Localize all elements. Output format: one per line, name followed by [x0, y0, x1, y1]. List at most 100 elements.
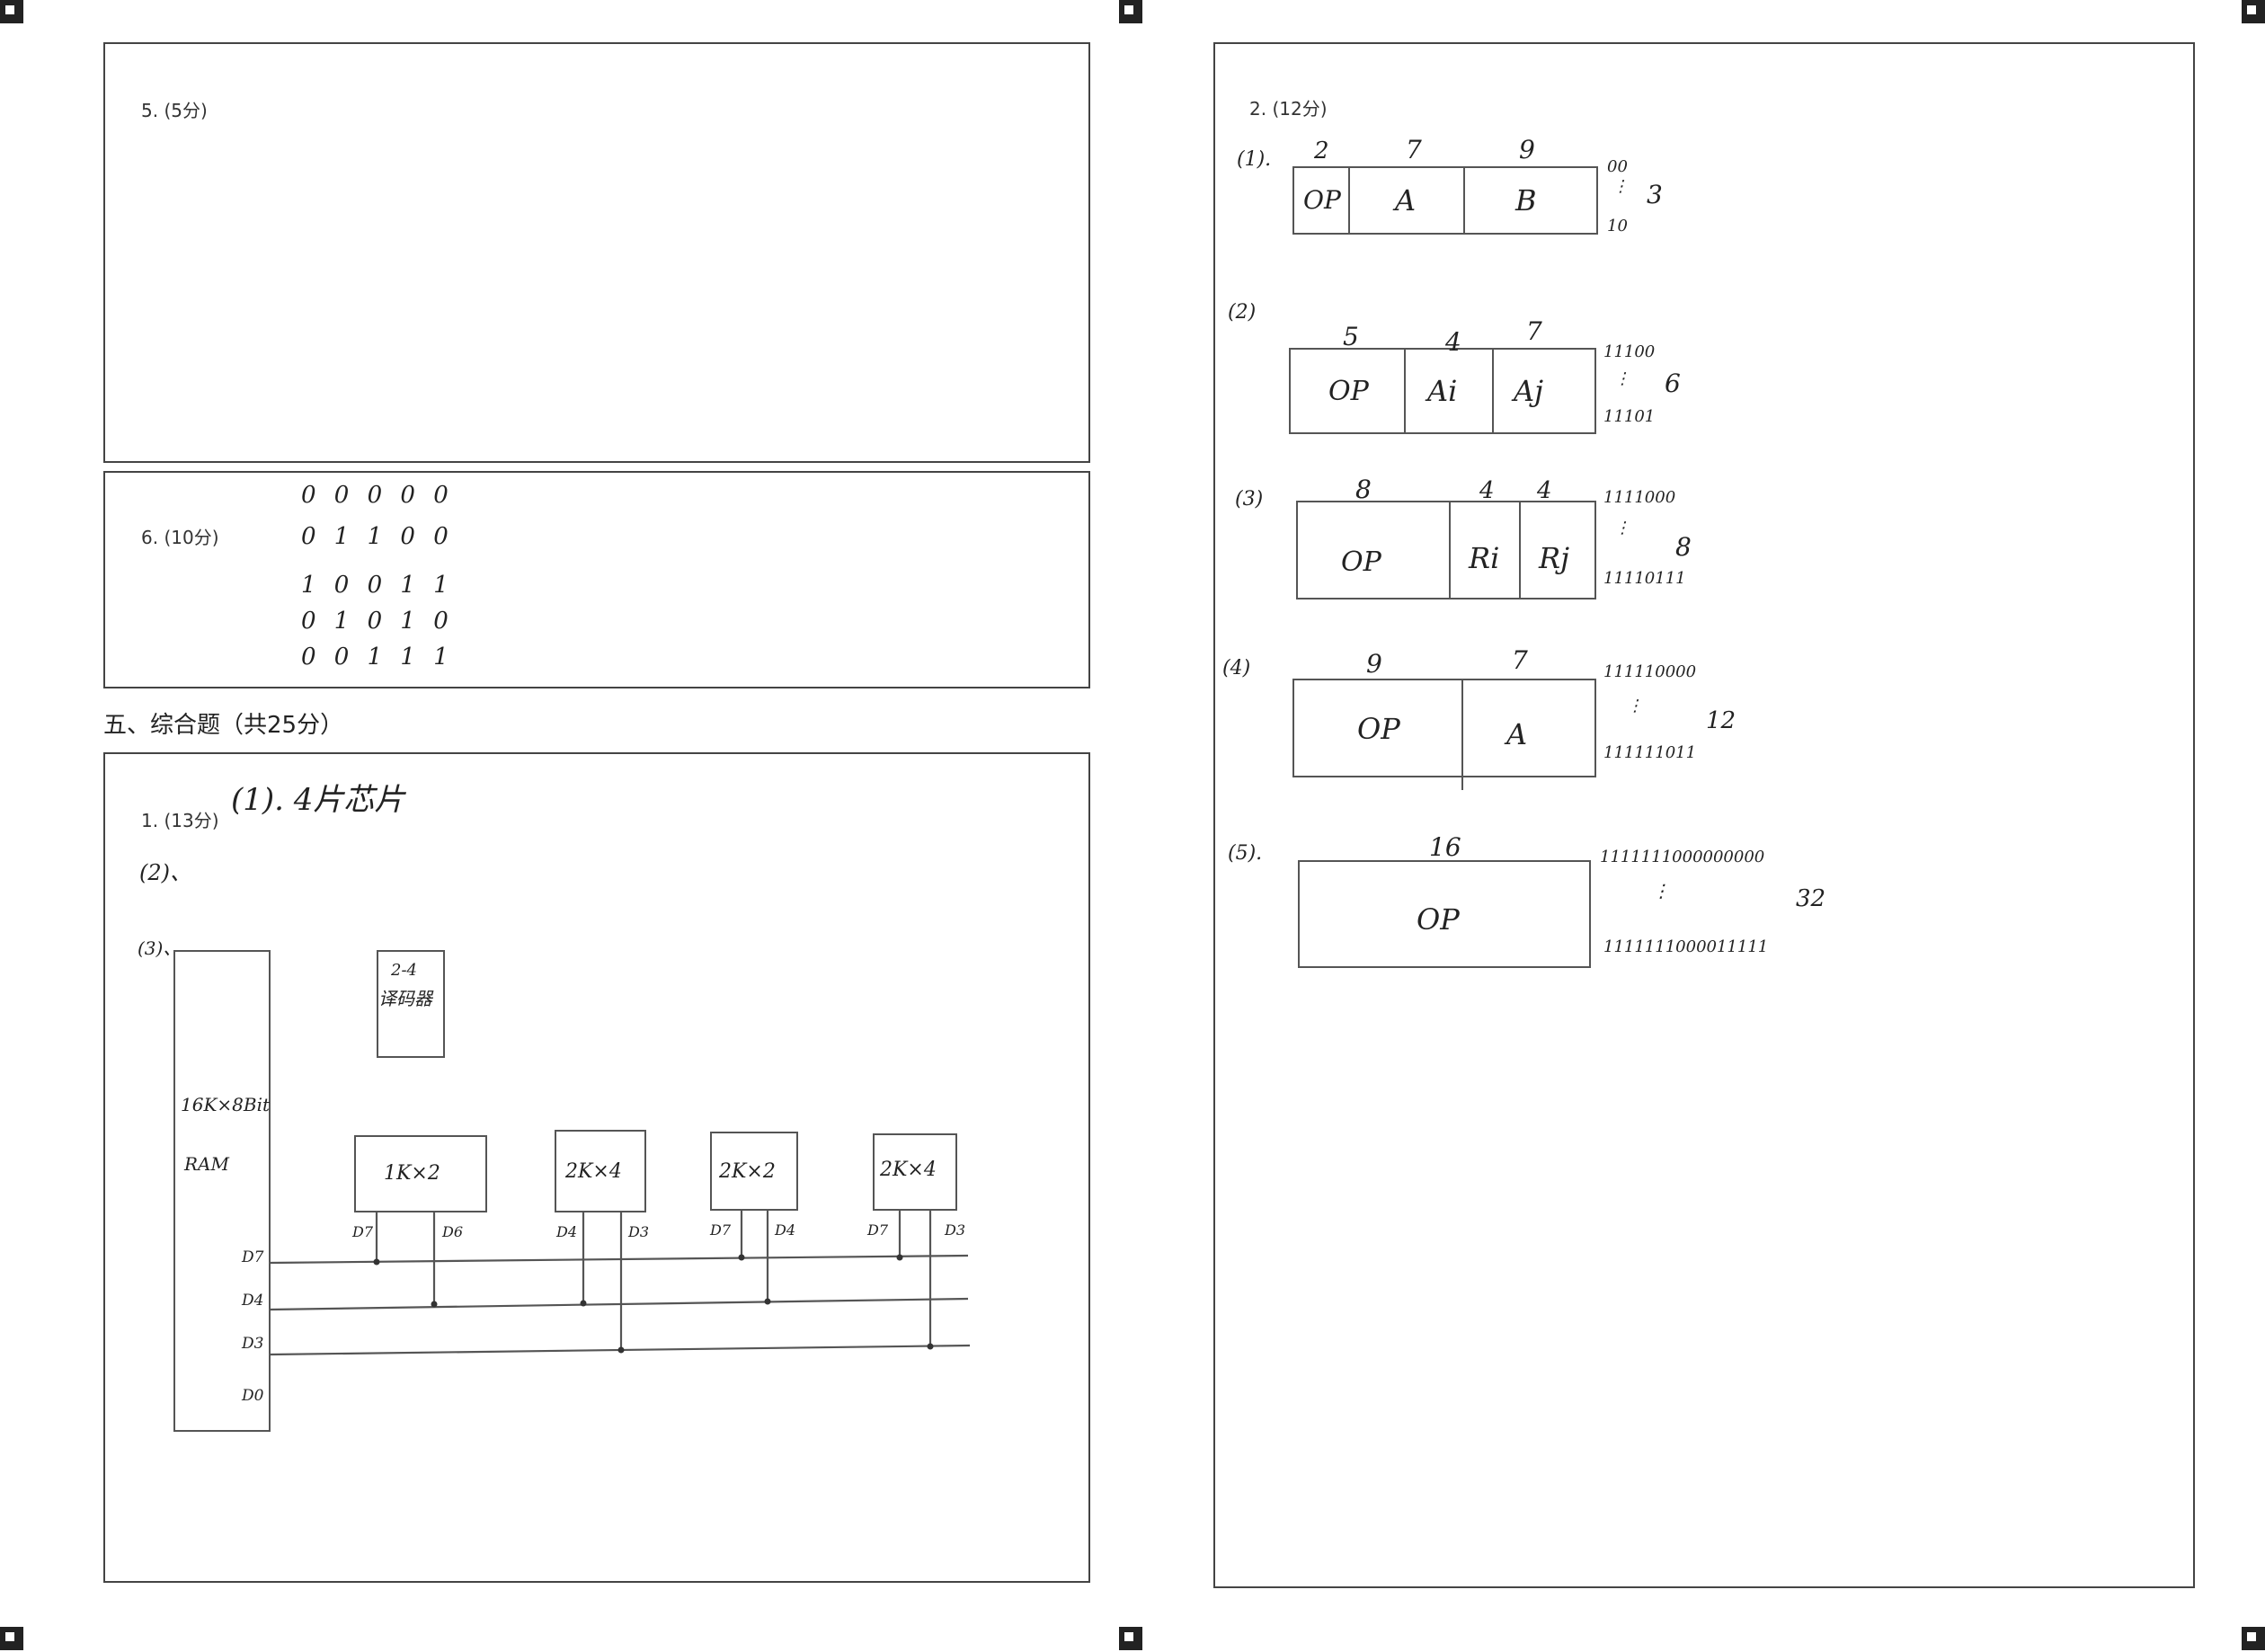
part-5-field-1: OP — [1417, 902, 1460, 937]
part-4-dots: ⋮ — [1627, 697, 1643, 715]
q1-part-2-label: (2)、 — [139, 860, 191, 885]
part-1-dots: ⋮ — [1612, 177, 1629, 196]
q1-part-3-label: (3)、 — [138, 937, 182, 959]
part-4-code-bottom: 111111011 — [1603, 743, 1697, 762]
part-2-bits-3: 7 — [1526, 316, 1542, 346]
part-5-count: 32 — [1796, 885, 1826, 912]
part-2-count: 6 — [1665, 369, 1681, 398]
part-1-bits-3: 9 — [1519, 135, 1535, 164]
part-4-divider-1 — [1461, 679, 1463, 790]
ram-type-label: RAM — [184, 1153, 229, 1175]
ram-pin-d4: D4 — [242, 1292, 264, 1310]
part-5-bits-1: 16 — [1429, 832, 1461, 862]
chip-2-left-pin: D4 — [556, 1223, 578, 1240]
chip-4-box — [873, 1133, 957, 1211]
chip-1-left-pin: D7 — [352, 1223, 374, 1240]
part-3-field-3: Rj — [1539, 541, 1570, 575]
part-5-format-box — [1298, 860, 1591, 968]
part-3-code-top: 1111000 — [1603, 488, 1676, 507]
decoder-type-label: 2-4 — [391, 961, 417, 980]
part-1-code-bottom: 10 — [1607, 217, 1628, 235]
chip-4-left-pin: D7 — [867, 1221, 889, 1239]
part-2-format-box — [1289, 348, 1596, 434]
registration-marker-bottom-center — [1119, 1627, 1142, 1650]
part-1-field-3: B — [1515, 183, 1537, 218]
part-4-field-1: OP — [1357, 712, 1400, 746]
ram-pin-d0: D0 — [242, 1387, 264, 1405]
section-title-comprehensive: 五、综合题（共25分） — [103, 712, 344, 739]
question-5-answer-box: 5. (5分) — [103, 42, 1090, 463]
ram-pin-d7: D7 — [242, 1248, 264, 1266]
part-3-field-1: OP — [1341, 546, 1381, 578]
registration-marker-top-center — [1119, 0, 1142, 23]
chip-3-box — [710, 1132, 798, 1211]
data-bus-wiring — [270, 1211, 971, 1356]
part-3-number: (3) — [1235, 488, 1264, 511]
part-4-field-2: A — [1506, 717, 1528, 751]
part-2-number: (2) — [1228, 301, 1257, 324]
chip-1-name: 1K×2 — [384, 1162, 440, 1185]
part-2-bits-1: 5 — [1343, 322, 1359, 351]
chip-4-right-pin: D3 — [945, 1221, 966, 1239]
q6-row-3: 1 0 0 1 1 — [301, 572, 454, 599]
part-5-code-top: 1111111000000000 — [1600, 848, 1765, 866]
chip-4-name: 2K×4 — [880, 1159, 937, 1181]
registration-marker-top-left — [0, 0, 23, 23]
part-1-code-top: 00 — [1607, 157, 1628, 176]
part-5-number: (5). — [1228, 842, 1263, 865]
part-3-format-box — [1296, 501, 1596, 600]
ram-pin-d3: D3 — [242, 1335, 264, 1353]
chip-3-name: 2K×2 — [719, 1160, 776, 1183]
part-2-code-bottom: 11101 — [1603, 407, 1656, 426]
question-2-answer-box: 2. (12分) (1). OP A B 2 7 9 00 ⋮ 10 3 (2)… — [1213, 42, 2195, 1588]
part-4-format-box — [1292, 679, 1596, 777]
part-1-bits-2: 7 — [1406, 135, 1422, 164]
registration-marker-bottom-left — [0, 1627, 23, 1650]
part-2-field-1: OP — [1328, 376, 1369, 407]
part-1-bits-1: 2 — [1314, 138, 1329, 164]
part-5-code-bottom: 1111111000011111 — [1603, 937, 1769, 956]
question-6-label: 6. (10分) — [141, 527, 219, 548]
chip-2-name: 2K×4 — [565, 1160, 622, 1183]
question-1-answer-box: 1. (13分) (1). 4片芯片 (2)、 (3)、 16K×8Bit RA… — [103, 752, 1090, 1583]
part-1-divider-1 — [1348, 166, 1350, 235]
part-2-code-top: 11100 — [1603, 342, 1656, 361]
part-3-divider-1 — [1449, 501, 1451, 600]
part-4-number: (4) — [1222, 657, 1251, 679]
part-3-count: 8 — [1675, 532, 1692, 562]
registration-marker-bottom-right — [2242, 1627, 2265, 1650]
part-2-bits-2: 4 — [1445, 327, 1461, 357]
q6-row-4: 0 1 0 1 0 — [301, 608, 454, 635]
part-5-dots: ⋮ — [1652, 880, 1670, 901]
question-2-label: 2. (12分) — [1249, 98, 1328, 120]
part-4-code-top: 111110000 — [1603, 662, 1697, 681]
decoder-name-label: 译码器 — [378, 988, 432, 1009]
part-4-bits-1: 9 — [1366, 649, 1382, 679]
part-1-field-1: OP — [1303, 185, 1341, 215]
part-1-format-box — [1292, 166, 1598, 235]
ram-capacity-label: 16K×8Bit — [181, 1094, 271, 1115]
registration-marker-top-right — [2242, 0, 2265, 23]
part-3-bits-1: 8 — [1355, 475, 1372, 504]
part-1-number: (1). — [1237, 148, 1272, 171]
ram-chip-box — [173, 950, 271, 1432]
part-2-field-2: Ai — [1427, 374, 1458, 408]
part-2-field-3: Aj — [1514, 374, 1544, 408]
chip-2-right-pin: D3 — [628, 1223, 650, 1240]
q6-row-2: 0 1 1 0 0 — [301, 523, 454, 550]
part-3-code-bottom: 11110111 — [1603, 569, 1686, 588]
part-3-bits-3: 4 — [1537, 477, 1552, 504]
part-4-count: 12 — [1706, 707, 1736, 734]
part-3-dots: ⋮ — [1614, 519, 1630, 537]
part-3-field-2: Ri — [1469, 541, 1500, 575]
question-5-label: 5. (5分) — [141, 100, 208, 121]
q1-part-1-answer: (1). 4片芯片 — [231, 782, 405, 818]
q6-row-5: 0 0 1 1 1 — [301, 644, 454, 671]
part-1-count: 3 — [1647, 180, 1663, 209]
part-2-divider-2 — [1492, 348, 1494, 434]
part-1-divider-2 — [1463, 166, 1465, 235]
question-1-label: 1. (13分) — [141, 810, 219, 831]
chip-1-box — [354, 1135, 487, 1212]
chip-1-right-pin: D6 — [442, 1223, 464, 1240]
part-3-divider-2 — [1519, 501, 1521, 600]
